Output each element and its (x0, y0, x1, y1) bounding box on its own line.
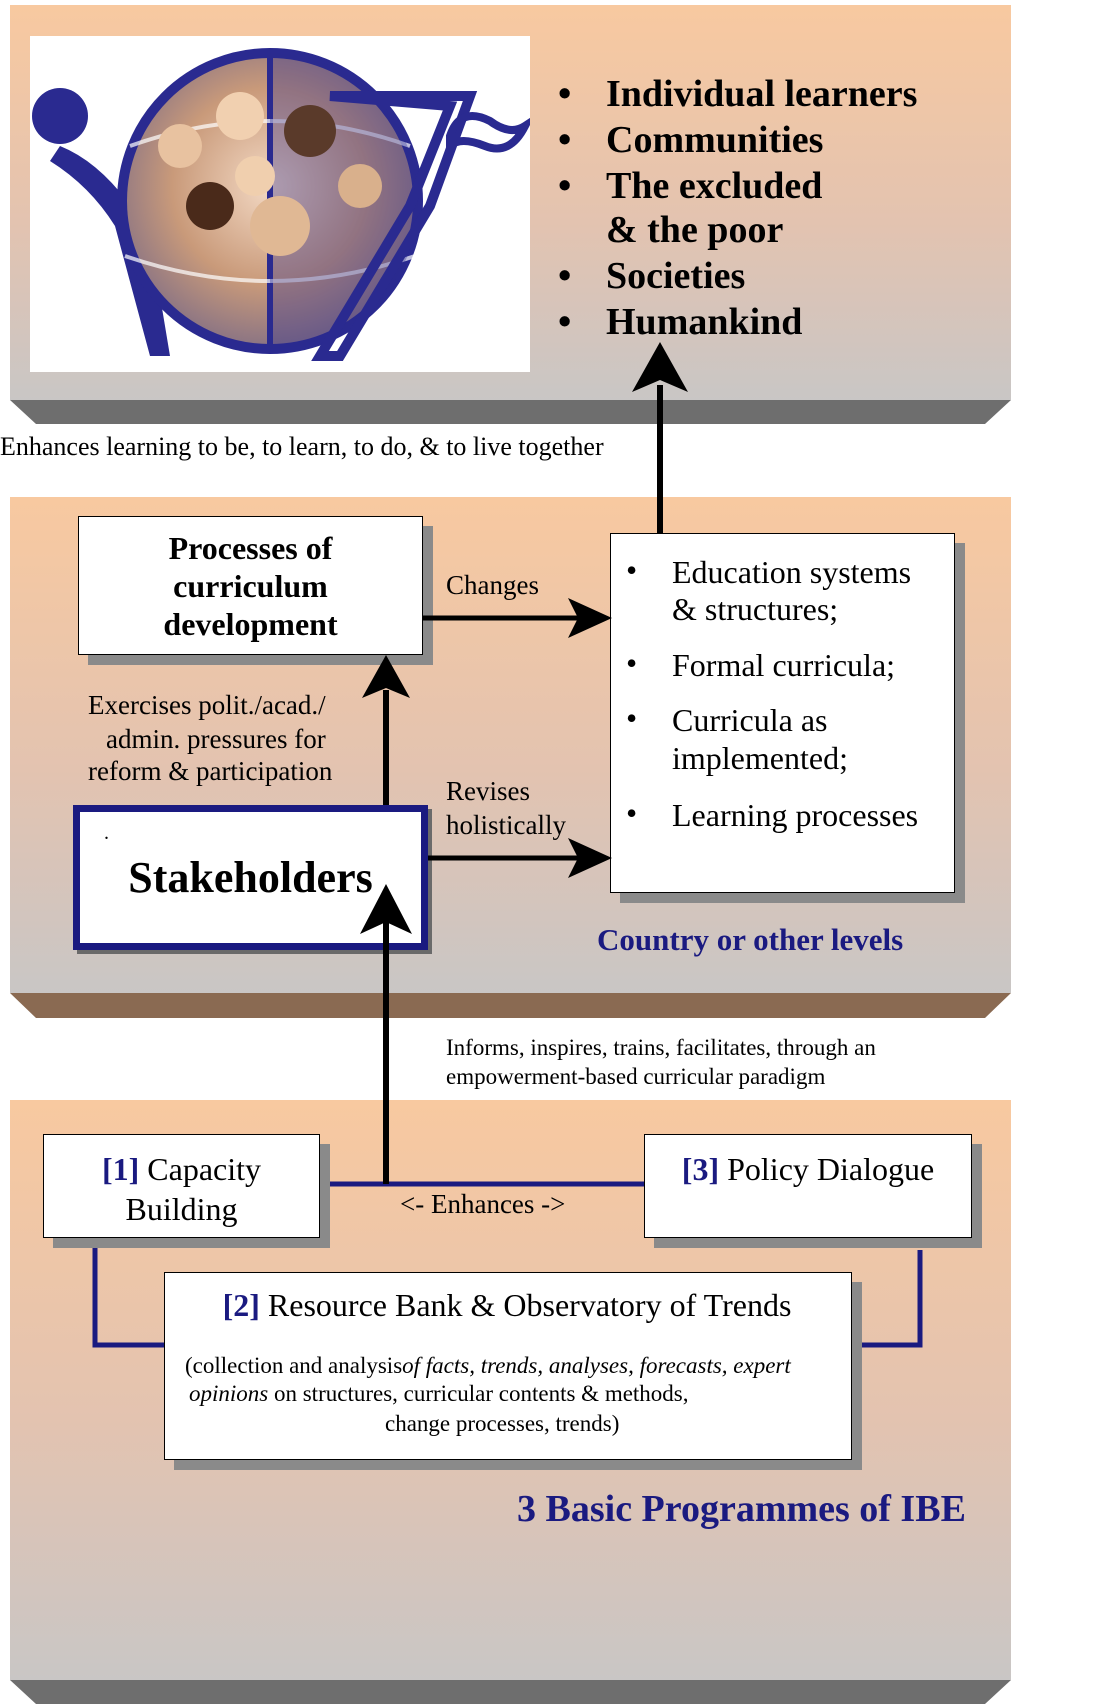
bullet-text: & the poor (606, 209, 784, 251)
bullet-text: Communities (606, 119, 824, 161)
resource-title-text: Resource Bank & Observatory of Trends (267, 1287, 792, 1323)
bullet-dot: • (558, 255, 572, 297)
processes-line-2: curriculum (173, 568, 328, 604)
resource-title: [2] Resource Bank & Observatory of Trend… (165, 1287, 849, 1324)
resource-desc-d: on structures, curricular contents & met… (268, 1381, 689, 1406)
bullet-dot: • (558, 301, 572, 343)
item-text: Curricula as (672, 702, 828, 738)
resource-desc-line-2: opinions on structures, curricular conte… (189, 1381, 689, 1407)
resource-number: [2] (222, 1287, 260, 1323)
country-levels-label: Country or other levels (597, 922, 904, 957)
bullet-text: The excluded (606, 165, 823, 207)
bullet-dot: • (558, 165, 572, 207)
capacity-text-1: Capacity (147, 1151, 262, 1187)
revises-label-line-1: Revises (446, 776, 530, 806)
item-text: Education systems (672, 554, 912, 590)
bullet-dot: • (626, 795, 638, 831)
enhances-label: <- Enhances -> (400, 1189, 566, 1219)
pressures-label-line-1: Exercises polit./acad./ (88, 690, 326, 720)
bullet-text: Societies (606, 255, 746, 297)
resource-desc-a: (collection and analysis (185, 1353, 403, 1378)
item-text: Learning processes (672, 797, 919, 833)
processes-line-3: development (163, 606, 338, 642)
informs-label-line-1: Informs, inspires, trains, facilitates, … (446, 1035, 876, 1060)
stakeholders-dot: . (104, 822, 109, 844)
pressures-label-line-2: admin. pressures for (106, 724, 326, 754)
bullet-dot: • (626, 645, 638, 681)
revises-label-line-2: holistically (446, 810, 566, 840)
bullet-dot: • (558, 73, 572, 115)
stakeholders-label: Stakeholders (128, 853, 373, 902)
item-text: Formal curricula; (672, 647, 896, 683)
resource-desc-c: opinions (189, 1381, 269, 1406)
systems-box (610, 533, 955, 893)
processes-box: Processes of curriculum development (78, 516, 423, 655)
policy-text: Policy Dialogue (727, 1151, 935, 1187)
ibe-logo-image (30, 36, 530, 372)
bullet-dot: • (558, 119, 572, 161)
resource-desc-line-3: change processes, trends) (385, 1411, 620, 1436)
pressures-label-line-3: reform & participation (88, 756, 333, 786)
resource-bank-box: [2] Resource Bank & Observatory of Trend… (164, 1272, 852, 1460)
policy-number: [3] (681, 1151, 720, 1187)
capacity-building-box: [1] Capacity Building (43, 1134, 320, 1238)
item-text: & structures; (672, 591, 839, 627)
programmes-label: 3 Basic Programmes of IBE (517, 1488, 966, 1530)
bullet-dot: • (626, 552, 638, 588)
bullet-text: Individual learners (606, 73, 918, 115)
bullet-dot: • (626, 700, 638, 736)
resource-desc-b: of facts, trends, analyses, forecasts, e… (402, 1353, 791, 1378)
bullet-text: Humankind (606, 301, 803, 343)
item-text: implemented; (672, 740, 848, 776)
changes-label: Changes (446, 570, 539, 600)
enhances-learning-label: Enhances learning to be, to learn, to do… (0, 432, 604, 461)
resource-desc-line-1: (collection and analysisof facts, trends… (185, 1353, 791, 1379)
policy-dialogue-box: [3] Policy Dialogue (644, 1134, 972, 1238)
informs-label-line-2: empowerment-based curricular paradigm (446, 1064, 826, 1089)
capacity-text-2: Building (125, 1191, 238, 1227)
capacity-line-1: [1] Capacity (44, 1149, 319, 1189)
capacity-number: [1] (101, 1151, 140, 1187)
globe-children-logo (32, 48, 530, 361)
processes-line-1: Processes of (168, 530, 333, 566)
